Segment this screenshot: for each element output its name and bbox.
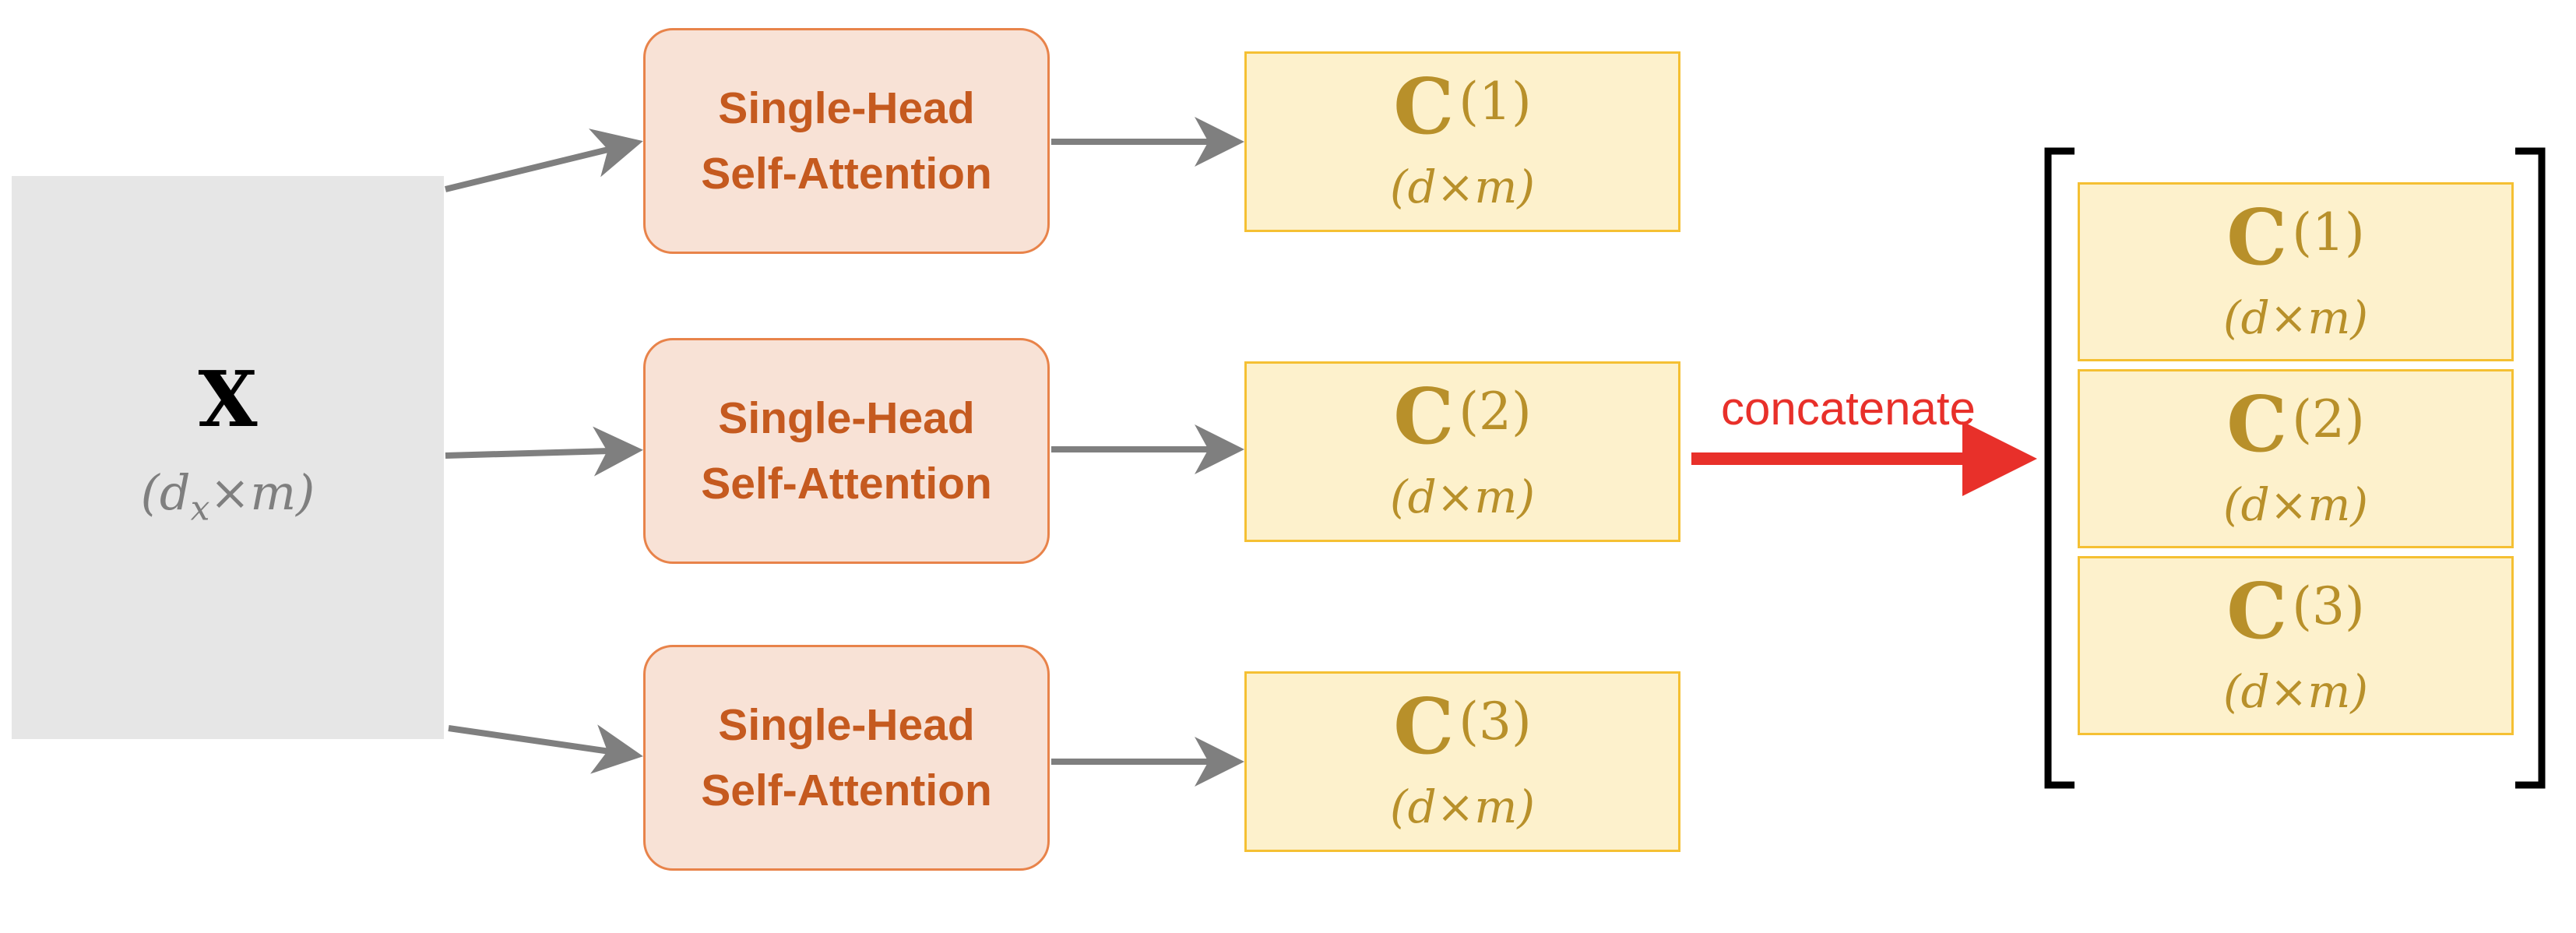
concat-c2-box: C(2) (d×m)	[2078, 369, 2514, 548]
output-c2-symbol: C(2)	[1393, 372, 1532, 462]
attention-head-1: Single-Head Self-Attention	[643, 28, 1050, 254]
concat-c1-dimension: (d×m)	[2223, 291, 2368, 344]
attention-head-3-line2: Self-Attention	[701, 766, 992, 815]
concat-c1-symbol: C(1)	[2226, 193, 2365, 283]
attention-head-1-line2: Self-Attention	[701, 149, 992, 199]
output-c2-box: C(2) (d×m)	[1244, 361, 1680, 542]
attention-head-3: Single-Head Self-Attention	[643, 645, 1050, 871]
attention-head-3-line1: Single-Head	[718, 700, 975, 750]
concat-c3-symbol: C(3)	[2226, 567, 2365, 657]
input-dimension: (dx×m)	[140, 464, 315, 529]
attention-head-2: Single-Head Self-Attention	[643, 338, 1050, 564]
concatenate-label: concatenate	[1721, 382, 1976, 435]
output-c1-symbol: C(1)	[1393, 62, 1532, 152]
concat-c1-box: C(1) (d×m)	[2078, 182, 2514, 361]
input-matrix-box: X (dx×m)	[12, 176, 444, 739]
output-c3-dimension: (d×m)	[1390, 780, 1535, 833]
concat-c2-dimension: (d×m)	[2223, 478, 2368, 531]
output-c3-symbol: C(3)	[1393, 682, 1532, 772]
arrow-input-to-head2	[445, 426, 643, 477]
output-c2-dimension: (d×m)	[1390, 470, 1535, 523]
arrow-input-to-head3	[448, 724, 643, 774]
input-symbol: X	[198, 355, 258, 445]
attention-head-1-line1: Single-Head	[718, 83, 975, 133]
attention-head-2-line1: Single-Head	[718, 393, 975, 443]
output-c1-box: C(1) (d×m)	[1244, 51, 1680, 232]
arrow-input-to-head1	[445, 129, 643, 192]
left-bracket	[2044, 147, 2075, 789]
output-c1-dimension: (d×m)	[1390, 160, 1535, 213]
concat-c2-symbol: C(2)	[2226, 380, 2365, 470]
right-bracket	[2515, 147, 2546, 789]
output-c3-box: C(3) (d×m)	[1244, 671, 1680, 852]
concat-c3-dimension: (d×m)	[2223, 665, 2368, 718]
attention-head-2-line2: Self-Attention	[701, 459, 992, 509]
concat-c3-box: C(3) (d×m)	[2078, 556, 2514, 735]
